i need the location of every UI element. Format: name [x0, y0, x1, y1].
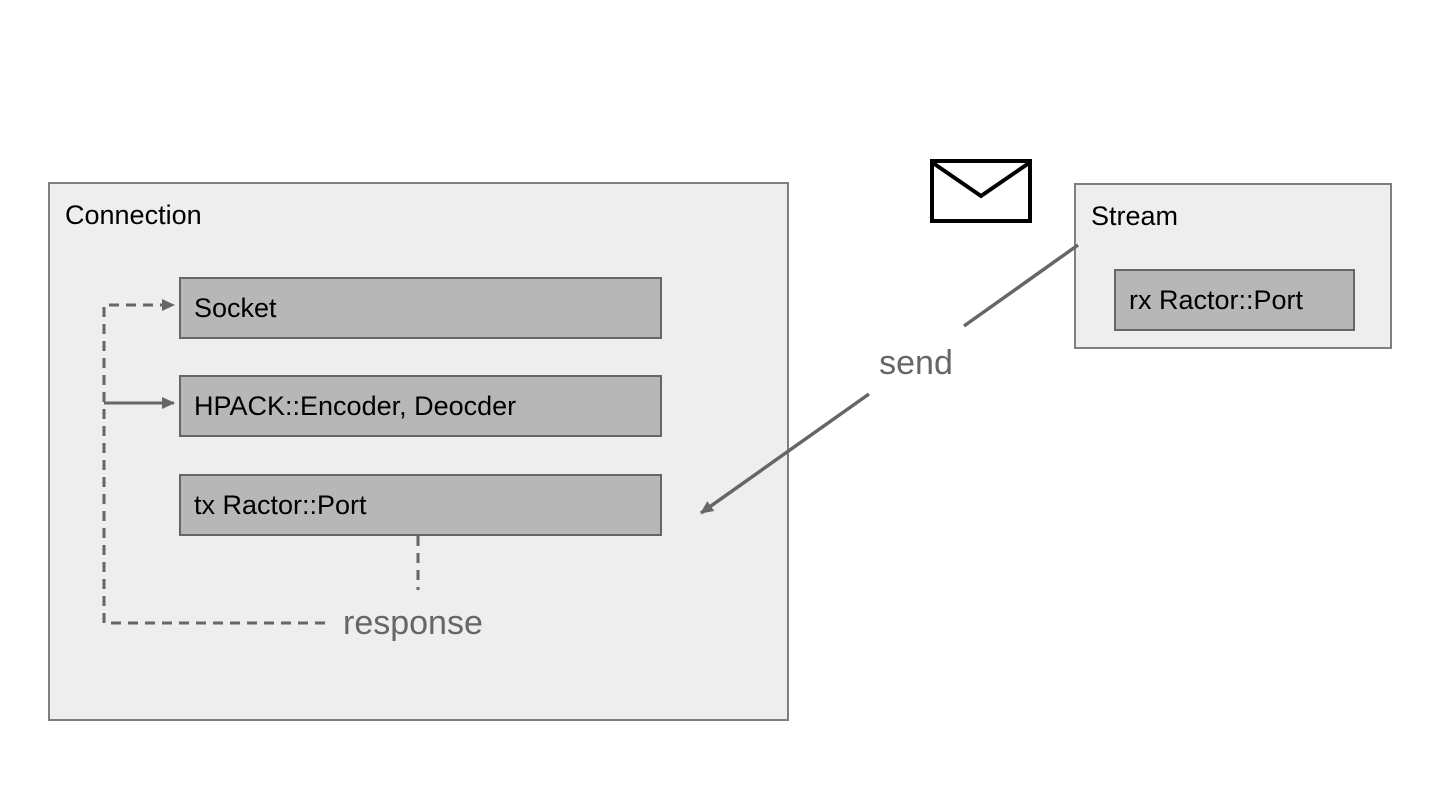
connection-title: Connection [65, 200, 202, 230]
socket-box: Socket [179, 277, 662, 339]
rx-ractor-port-box: rx Ractor::Port [1114, 269, 1355, 331]
send-label: send [879, 344, 953, 382]
hpack-encoder-decoder-box: HPACK::Encoder, Deocder [179, 375, 662, 437]
socket-label: Socket [194, 292, 277, 323]
send-arrow-upper-segment [962, 243, 1080, 328]
envelope-icon [930, 159, 1032, 223]
rx-port-label: rx Ractor::Port [1129, 284, 1304, 315]
stream-container: Stream rx Ractor::Port [1074, 183, 1392, 349]
tx-port-label: tx Ractor::Port [194, 489, 367, 520]
hpack-label: HPACK::Encoder, Deocder [194, 390, 517, 421]
tx-ractor-port-box: tx Ractor::Port [179, 474, 662, 536]
stream-title: Stream [1091, 201, 1179, 231]
response-label: response [343, 604, 483, 642]
